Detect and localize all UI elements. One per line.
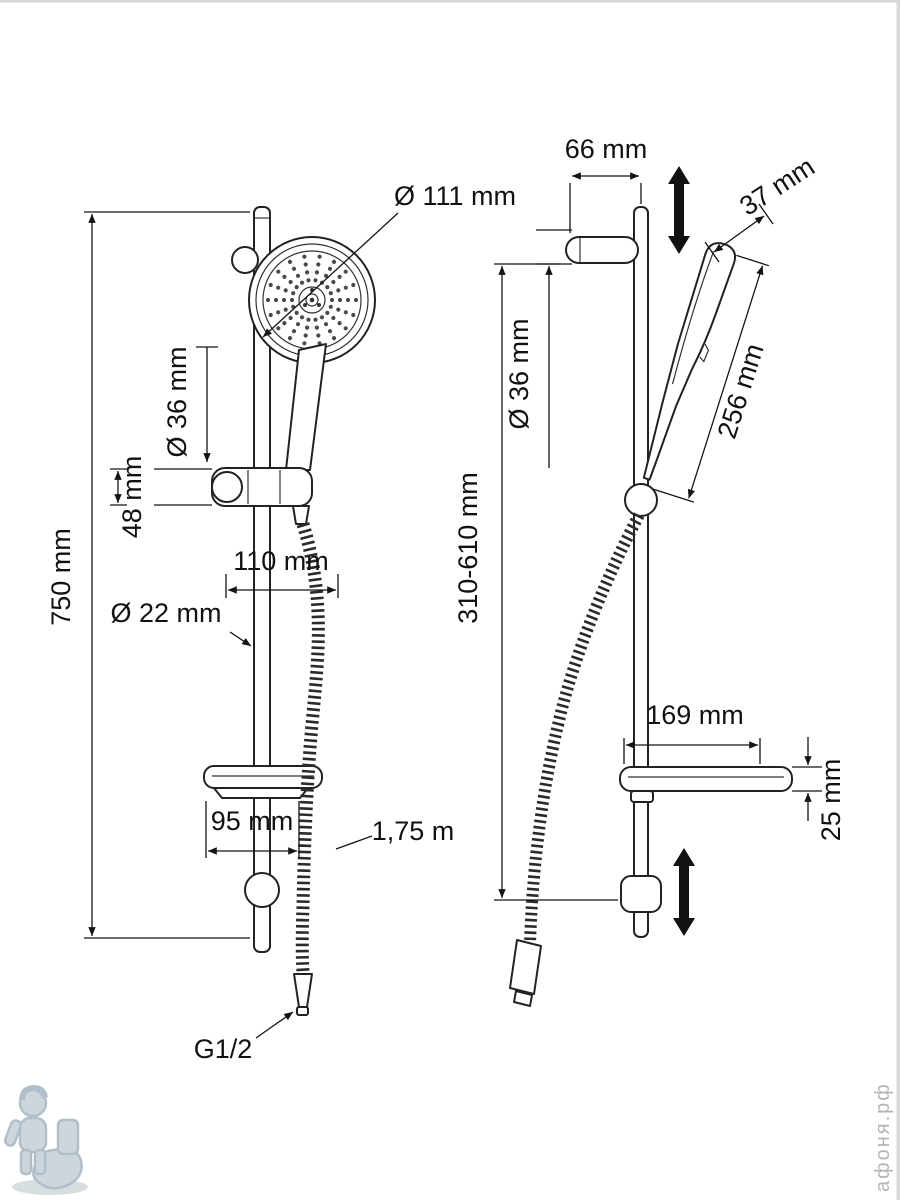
front-hose-nut	[293, 973, 313, 1016]
side-shelf-height-label: 25 mm	[816, 759, 846, 842]
side-hand-shower: 256 mm	[642, 242, 770, 503]
dim-front-hose-length: 1,75 m	[335, 816, 455, 850]
dim-front-shelf-width: 95 mm	[205, 801, 300, 858]
front-shower-head	[248, 236, 376, 364]
front-top-wall-bracket	[231, 246, 259, 274]
adjust-arrow-bottom	[673, 848, 695, 936]
dim-front-bar-height: 750 mm	[46, 211, 250, 939]
front-holder-height-label: 48 mm	[117, 456, 147, 539]
front-shelf-width-label: 95 mm	[211, 806, 294, 836]
side-wall-offset-label: 66 mm	[565, 134, 648, 164]
right-edge-line	[896, 0, 900, 1200]
front-soap-dish	[203, 765, 323, 799]
dim-front-holder-height: 48 mm	[110, 456, 212, 539]
side-top-wall-bracket	[565, 236, 639, 264]
front-bottom-wall-bracket	[244, 872, 280, 908]
dim-front-holder-diameter: Ø 36 mm	[162, 346, 218, 463]
dim-front-thread: G1/2	[194, 1011, 294, 1064]
side-bottom-wall-bracket	[620, 875, 662, 913]
dim-side-bracket-diameter: Ø 36 mm	[504, 229, 572, 468]
side-soap-dish	[619, 766, 793, 803]
front-hose-connector	[292, 505, 310, 525]
side-rail	[633, 206, 649, 938]
dim-side-shelf-depth: 169 mm	[623, 700, 761, 764]
watermark-site-text: афоня.рф	[872, 1082, 894, 1192]
front-view: 750 mm Ø 111 mm Ø 36 mm 48 mm 110 mm	[46, 181, 516, 1064]
spray-nozzle-dots	[265, 254, 359, 346]
dim-front-rail-diameter: Ø 22 mm	[110, 598, 252, 647]
front-hose-length-label: 1,75 m	[372, 816, 455, 846]
front-head-diameter-label: Ø 111 mm	[394, 181, 516, 211]
dim-side-wall-offset: 66 mm	[565, 134, 648, 233]
front-head-offset-label: 110 mm	[233, 546, 329, 576]
side-head-thickness-label: 37 mm	[734, 151, 820, 221]
side-hose-nut	[509, 939, 542, 1007]
dim-side-holder-travel: 310-610 mm	[453, 263, 618, 901]
front-slider-holder	[211, 467, 313, 507]
front-holder-diameter-label: Ø 36 mm	[162, 346, 192, 457]
front-handle	[285, 343, 327, 471]
watermark-mascot-logo	[4, 1085, 88, 1195]
adjust-arrow-top	[668, 166, 690, 254]
dim-side-shelf-height: 25 mm	[792, 737, 846, 841]
dim-front-head-diameter: Ø 111 mm	[262, 181, 516, 338]
side-slider-holder	[624, 483, 658, 517]
side-shower-hose	[524, 512, 645, 945]
side-bracket-diameter-label: Ø 36 mm	[504, 318, 534, 429]
dim-side-head-thickness: 37 mm	[704, 151, 820, 263]
dim-front-head-offset: 110 mm	[225, 546, 339, 598]
front-rail-diameter-label: Ø 22 mm	[110, 598, 221, 628]
side-holder-travel-label: 310-610 mm	[453, 472, 483, 624]
top-edge-line	[0, 0, 900, 3]
front-thread-label: G1/2	[194, 1034, 253, 1064]
front-shower-hose	[295, 522, 325, 973]
side-shelf-depth-label: 169 mm	[646, 700, 744, 730]
side-view: 256 mm 66 mm	[453, 134, 846, 1007]
front-bar-height-label: 750 mm	[46, 528, 76, 626]
side-head-length-label: 256 mm	[712, 340, 770, 442]
